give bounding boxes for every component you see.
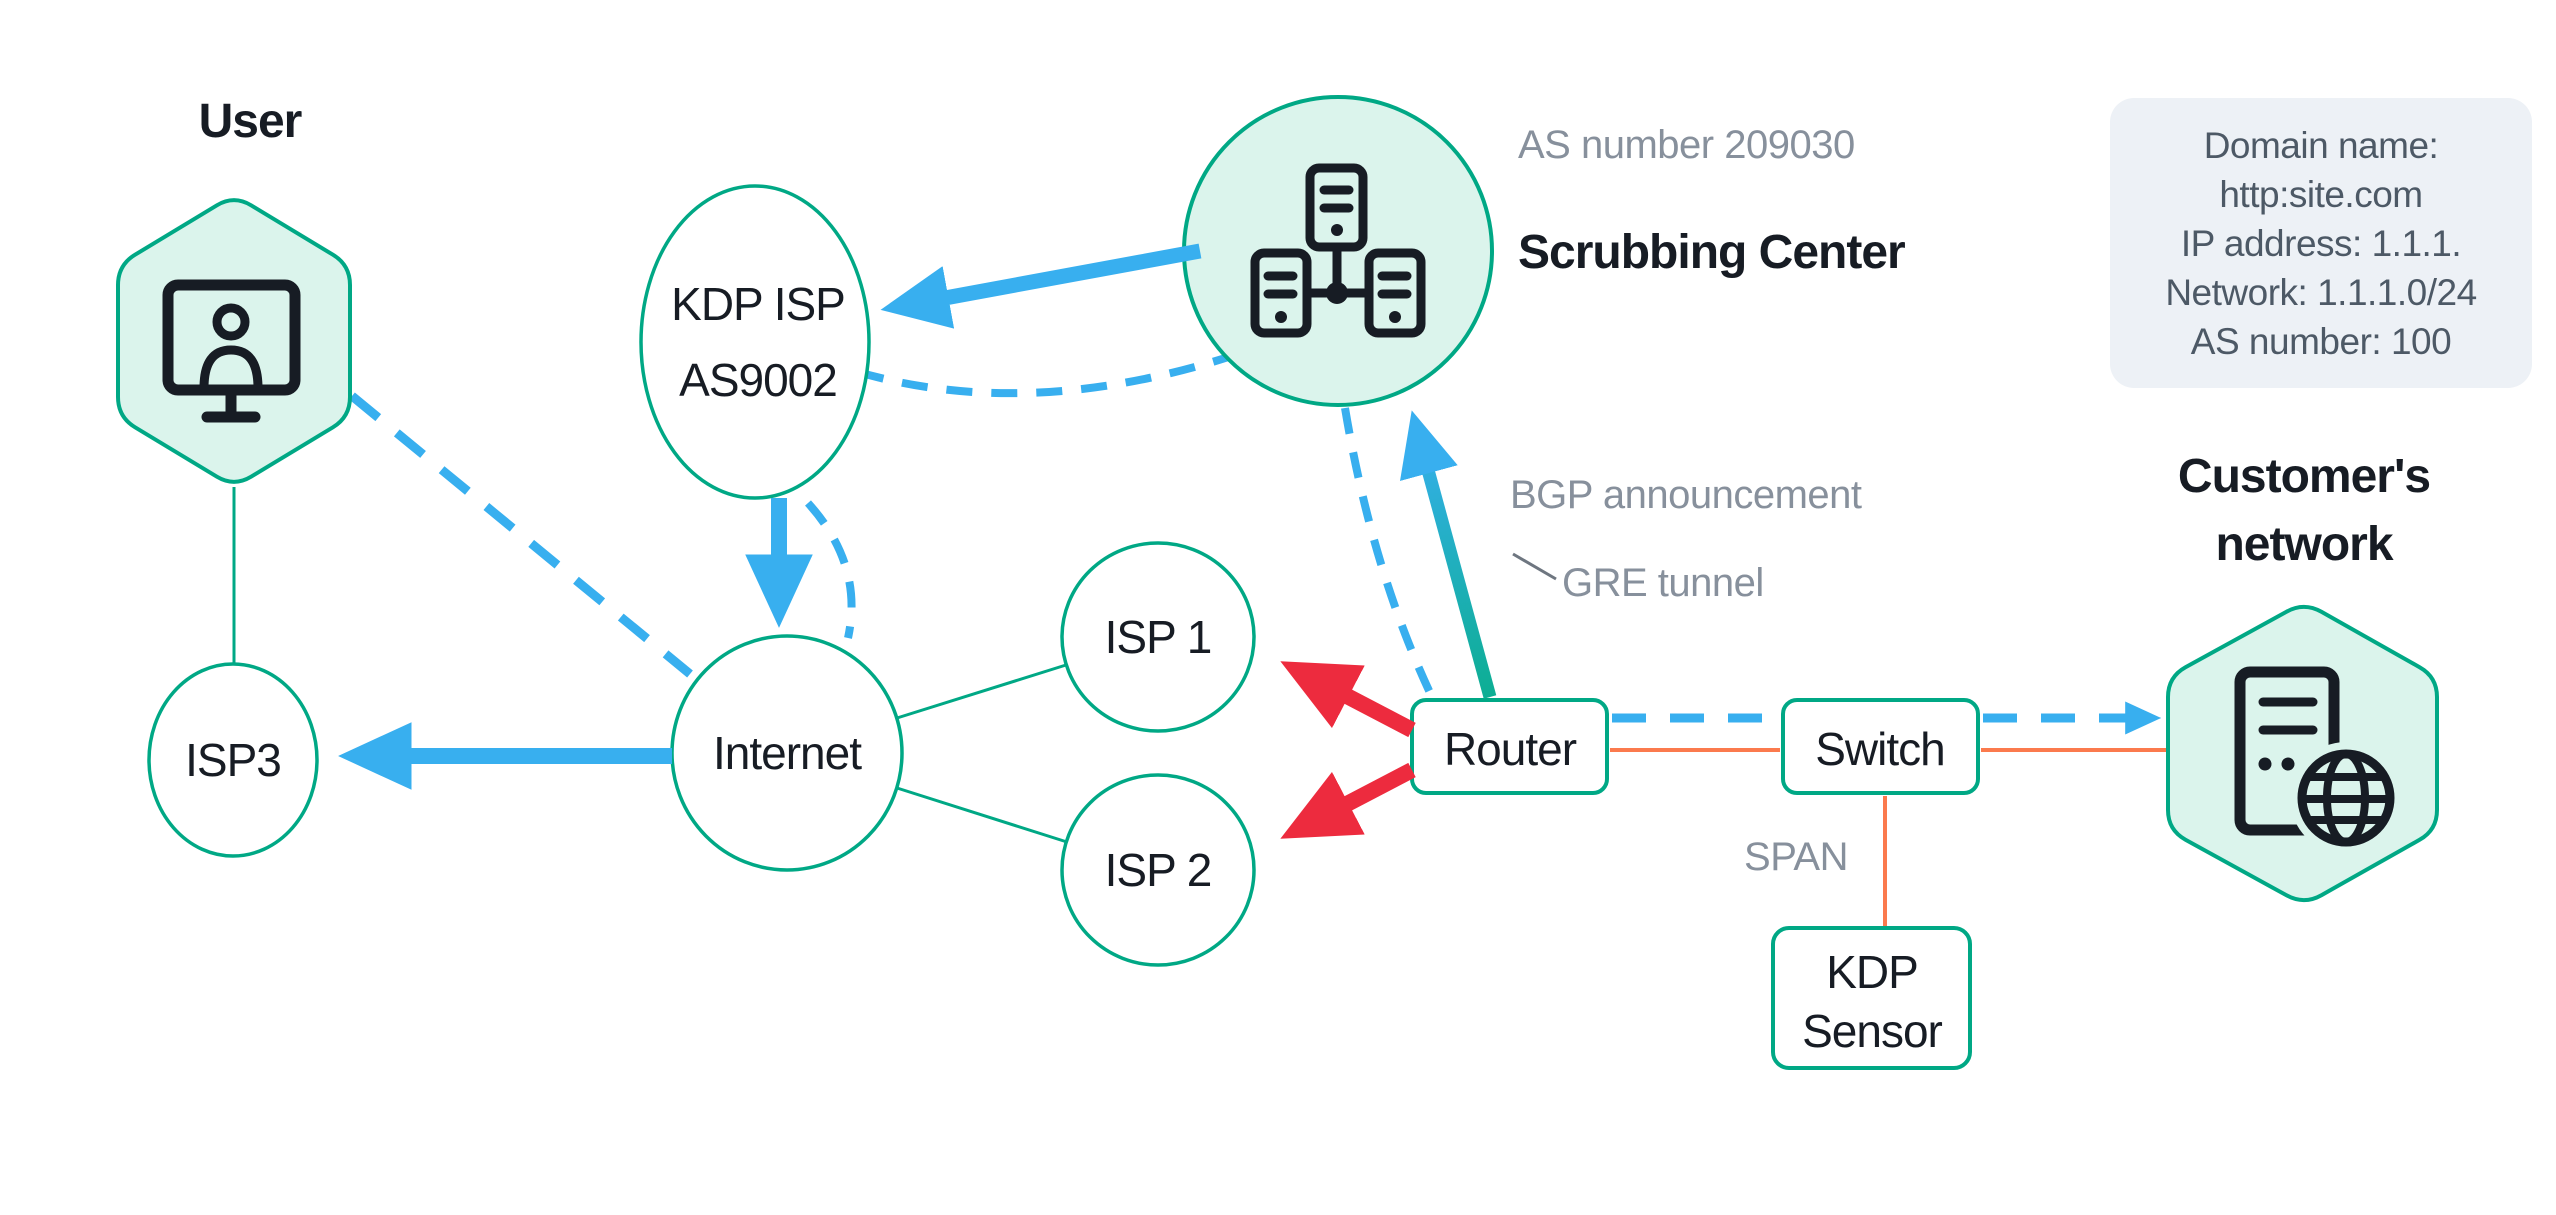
span-label: SPAN: [1744, 835, 1848, 879]
server-right-led: [1389, 311, 1401, 323]
node-isp2: ISP 2: [1060, 773, 1256, 967]
node-isp3: ISP3: [147, 662, 319, 858]
customer-network-label-line2: network: [2215, 518, 2393, 571]
info-line-as: AS number: 100: [2191, 321, 2451, 362]
dashed-kdpisp-internet: [805, 500, 856, 639]
node-internet: Internet: [670, 634, 904, 872]
red-arrow-router-to-isp1: [1280, 661, 1416, 738]
info-line-url: http:site.com: [2219, 174, 2422, 215]
gre-tunnel-label: GRE tunnel: [1562, 561, 1764, 605]
server-left-led: [1275, 311, 1287, 323]
isp3-label: ISP3: [185, 734, 281, 786]
arrows: [338, 243, 1497, 839]
isp1-label: ISP 1: [1105, 611, 1212, 663]
node-kdp-sensor: KDP Sensor: [1771, 926, 1972, 1070]
dashed-user-internet: [349, 392, 693, 678]
cluster-junction: [1326, 282, 1348, 304]
node-router: Router: [1410, 698, 1609, 795]
dashed-scrubbing-router: [1341, 407, 1436, 699]
arrow-scrubbing-to-kdpisp: [880, 243, 1202, 329]
gre-label-pointer: [1512, 552, 1557, 581]
server-globe-icon: [2234, 666, 2402, 854]
red-arrow-router-to-isp2: [1280, 762, 1416, 839]
bgp-announcement-label: BGP announcement: [1510, 473, 1862, 517]
user-hexagon: [116, 198, 352, 484]
kdp-sensor-label-line2: Sensor: [1802, 1005, 1942, 1057]
info-line-network: Network: 1.1.1.0/24: [2165, 272, 2476, 313]
link-internet-isp1: [896, 663, 1067, 720]
customer-hexagon: [2166, 604, 2439, 903]
customer-network-label-line1: Customer's: [2178, 450, 2430, 503]
server-top-led: [1331, 224, 1343, 236]
isp1-circle: [1060, 541, 1256, 733]
info-box-background: [2110, 98, 2532, 388]
node-customer-network: Customer's network: [2166, 450, 2439, 903]
gre-tunnel-arrow: [1400, 410, 1497, 699]
customer-info-box: Domain name: http:site.com IP address: 1…: [2110, 98, 2532, 388]
node-scrubbing-center: AS number 209030 Scrubbing Center: [1182, 95, 1906, 407]
user-label: User: [199, 95, 302, 148]
router-label: Router: [1444, 723, 1577, 775]
node-switch: Switch: [1781, 698, 1980, 795]
isp2-circle: [1060, 773, 1256, 967]
internet-label: Internet: [713, 727, 862, 779]
node-user: User: [116, 95, 352, 484]
server-tower-led2: [2281, 757, 2295, 771]
person-shoulders: [199, 345, 263, 393]
isp2-label: ISP 2: [1105, 844, 1212, 896]
scrubbing-as-number: AS number 209030: [1518, 123, 1855, 167]
kdp-isp-circle: [639, 184, 871, 500]
monitor-user-icon: [162, 279, 301, 423]
router-box: [1410, 698, 1609, 795]
kdp-isp-label-line2: AS9002: [679, 354, 837, 406]
kdp-sensor-box: [1771, 926, 1972, 1070]
server-cluster-icon: [1250, 163, 1426, 338]
links: [232, 350, 2166, 926]
isp3-circle: [147, 662, 319, 858]
info-line-ip: IP address: 1.1.1.: [2181, 223, 2461, 264]
link-internet-isp2: [896, 786, 1068, 844]
node-kdp-isp: KDP ISP AS9002: [639, 184, 871, 500]
scrubbing-center-label: Scrubbing Center: [1518, 226, 1905, 279]
dashed-scrubbing-kdpisp: [856, 350, 1240, 398]
node-isp1: ISP 1: [1060, 541, 1256, 733]
switch-label: Switch: [1815, 723, 1944, 775]
switch-box: [1781, 698, 1980, 795]
info-line-domain: Domain name:: [2204, 125, 2439, 166]
person-head: [212, 303, 250, 341]
server-tower-led1: [2258, 757, 2272, 771]
kdp-sensor-label-line1: KDP: [1826, 946, 1918, 998]
kdp-isp-label-line1: KDP ISP: [671, 278, 845, 330]
